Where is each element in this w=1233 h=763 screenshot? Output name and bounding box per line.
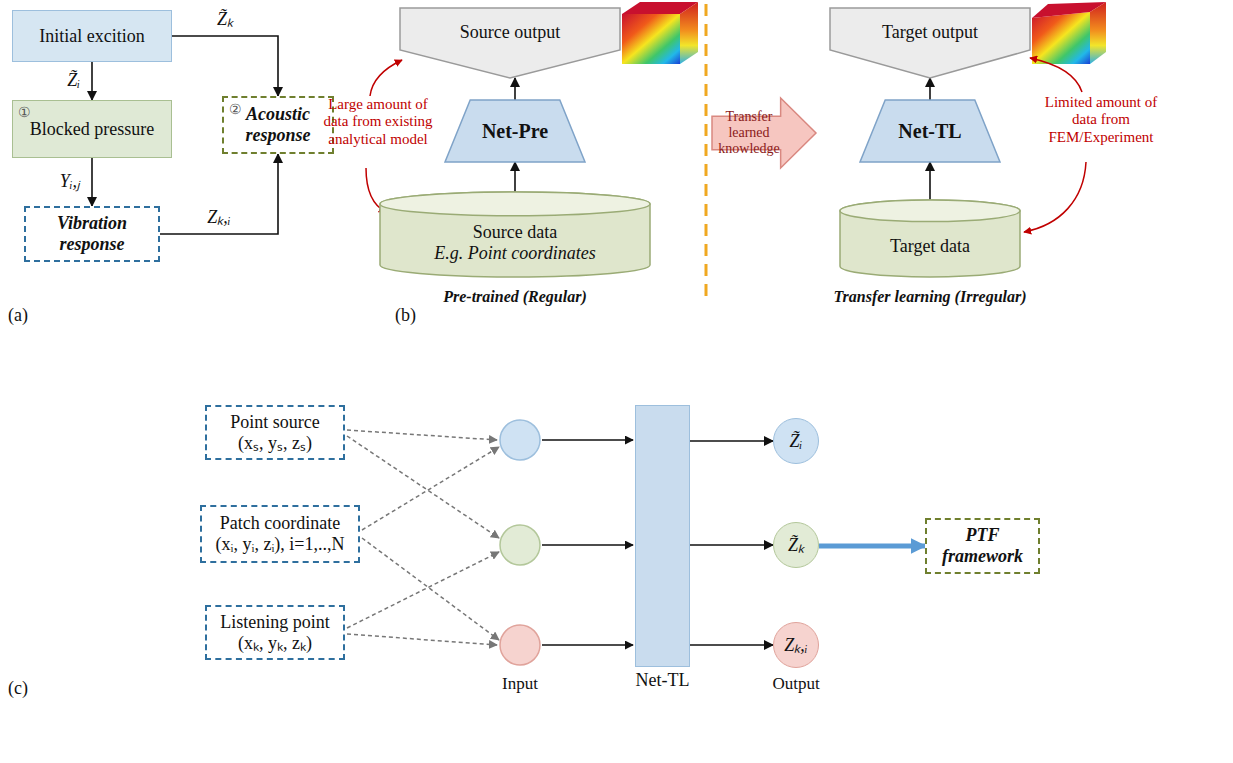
- node-text: Transfer learned knowledge: [716, 109, 782, 157]
- mapping-line: [362, 538, 499, 640]
- output-circle: Zₖ,ᵢ: [773, 622, 819, 668]
- input-arrow: [542, 644, 633, 646]
- connector-arrow: [690, 544, 773, 546]
- dashed-box: ②Acoustic response: [222, 96, 334, 154]
- node-text: Z̃ᵢ: [790, 431, 803, 452]
- cube-face: [622, 14, 680, 64]
- node-text: Net-TL: [636, 670, 690, 691]
- node-text: Source data: [473, 222, 557, 243]
- caption-label: Transfer learning (Irregular): [830, 288, 1030, 306]
- leader-line: [1024, 162, 1086, 232]
- connector-arrow: [819, 544, 925, 549]
- node-text: Blocked pressure: [30, 119, 154, 140]
- caption-label: Pre-trained (Regular): [405, 288, 625, 306]
- node-text: Source output: [460, 22, 561, 43]
- leader-line: [1030, 58, 1082, 92]
- mapping-line: [347, 436, 499, 538]
- input-mapping: [347, 430, 499, 645]
- heatmap-cube: [1032, 2, 1106, 64]
- network-bar: Net-TL: [635, 405, 690, 667]
- data-cylinder: Target data: [840, 200, 1020, 277]
- node-text: (xᵢ, yᵢ, zᵢ), i=1,..,N: [216, 534, 345, 555]
- process-box: Initial excition: [12, 10, 172, 62]
- signal-label: Z̃ᵢ: [65, 71, 82, 91]
- divider-line: [705, 4, 708, 300]
- caption-label: Output: [764, 674, 828, 694]
- caption-label: (a): [8, 305, 28, 326]
- connector-arrow: [514, 162, 516, 192]
- callout-note: Limited amount of data from FEM/Experime…: [1040, 94, 1162, 146]
- dashed-box: Vibration response: [24, 206, 160, 262]
- node-text: Target data: [890, 236, 970, 257]
- pent-outline: [400, 8, 620, 78]
- transfer-arrow: Transfer learned knowledge: [712, 98, 816, 168]
- input-box: Point source(xₛ, yₛ, zₛ): [205, 405, 345, 460]
- node-text: (xₖ, yₖ, zₖ): [238, 633, 312, 654]
- mapping-line: [347, 634, 497, 645]
- output-circle: Z̃ᵢ: [773, 418, 819, 464]
- cube-face: [1032, 12, 1090, 64]
- node-text: Vibration response: [34, 213, 150, 254]
- signal-label: Z̃ₖ: [215, 10, 235, 30]
- input-circle: [500, 625, 540, 665]
- node-text: Target output: [882, 22, 978, 43]
- input-arrows: [542, 440, 633, 645]
- connector-arrow: [690, 440, 773, 442]
- node-text: PTF framework: [935, 525, 1030, 566]
- caption-label: (c): [8, 678, 28, 699]
- input-arrow: [542, 544, 633, 546]
- dashed-box: PTF framework: [925, 518, 1040, 574]
- connector-arrow: [514, 78, 516, 100]
- node-text: (xₛ, yₛ, zₛ): [238, 433, 312, 454]
- caption-label: (b): [395, 305, 416, 326]
- node-text: Point source: [230, 412, 320, 433]
- input-box: Patch coordinate(xᵢ, yᵢ, zᵢ), i=1,..,N: [200, 505, 360, 563]
- node-text: Patch coordinate: [220, 513, 340, 534]
- leader-line: [370, 60, 402, 96]
- connector-arrow: [929, 78, 931, 100]
- data-cylinder: Source dataE.g. Point coordinates: [380, 192, 650, 277]
- connector-arrow: [929, 162, 931, 200]
- pent-outline: [830, 8, 1030, 78]
- callout-number: ②: [229, 102, 242, 118]
- cube-side: [1090, 2, 1106, 64]
- node-text: Net-Pre: [482, 120, 548, 143]
- heatmap-cube: [622, 2, 698, 64]
- callout-number: ①: [18, 105, 31, 121]
- input-box: Listening point(xₖ, yₖ, zₖ): [205, 605, 345, 660]
- connector-arrow: [91, 62, 93, 100]
- caption-label: Input: [492, 674, 548, 694]
- output-circle: Z̃ₖ: [773, 522, 819, 568]
- connector-arrow: [91, 158, 93, 206]
- signal-label: Yᵢ,ⱼ: [58, 172, 82, 192]
- connector-arrow: [160, 154, 278, 234]
- input-circle: [500, 420, 540, 460]
- node-text: Initial excition: [39, 26, 144, 47]
- node-text: Acoustic response: [232, 104, 324, 145]
- node-text: Zₖ,ᵢ: [784, 635, 807, 656]
- process-box: ①Blocked pressure: [12, 100, 172, 158]
- cube-side: [680, 2, 698, 64]
- connector-arrow: [690, 644, 773, 646]
- signal-label: Zₖ,ᵢ: [205, 208, 232, 228]
- node-text: Net-TL: [898, 120, 961, 143]
- output-pentagon: Target output: [830, 8, 1030, 78]
- mapping-line: [347, 552, 499, 628]
- callout-note: Large amount of data from existing analy…: [318, 96, 438, 148]
- network-trapezoid: Net-TL: [860, 100, 1000, 162]
- network-trapezoid: Net-Pre: [445, 100, 585, 162]
- node-text: Listening point: [220, 612, 330, 633]
- input-circle: [500, 525, 540, 565]
- connector-arrow: [172, 36, 278, 96]
- mapping-line: [362, 447, 499, 530]
- input-arrow: [542, 439, 633, 441]
- node-text: E.g. Point coordinates: [434, 243, 595, 264]
- mapping-line: [347, 430, 497, 440]
- output-pentagon: Source output: [400, 8, 620, 78]
- node-text: Z̃ₖ: [788, 535, 804, 556]
